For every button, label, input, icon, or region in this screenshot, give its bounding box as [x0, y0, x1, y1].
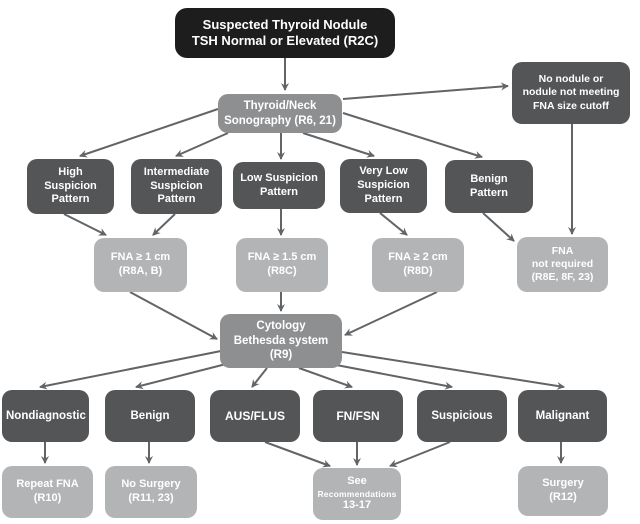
node-aus-flus-label-line: AUS/FLUS: [225, 408, 285, 423]
node-start-label-line: TSH Normal or Elevated (R2C): [191, 33, 379, 48]
node-start-label-line: Suspected Thyroid Nodule: [202, 16, 368, 32]
node-very-low-suspicion-label-line: Pattern: [364, 192, 403, 205]
node-cytology-label-line: Bethesda system: [233, 334, 329, 347]
edge-sonography-to-very-low-suspicion: [302, 132, 375, 158]
node-fna-2cm: FNA ≥ 2 cm(R8D): [372, 238, 464, 292]
node-malignant: Malignant: [518, 390, 607, 442]
node-fna-1-5cm: FNA ≥ 1.5 cm(R8C): [236, 238, 328, 292]
node-high-suspicion-label-line: Pattern: [51, 193, 90, 206]
node-no-nodule-label-line: FNA size cutoff: [532, 99, 610, 112]
edge-fna-2cm-to-cytology: [344, 291, 438, 336]
node-see-recommendations-label-line: 13-17: [342, 499, 372, 512]
node-fna-1-5cm-label-line: (R8C): [267, 265, 297, 277]
edge-sonography-to-benign-pattern: [342, 112, 483, 159]
node-high-suspicion-label-line: Suspicion: [44, 179, 97, 192]
node-no-surgery-label-line: No Surgery: [121, 478, 181, 491]
node-fna-not-required-label-line: not required: [531, 257, 594, 270]
node-fna-2cm-label-line: FNA ≥ 2 cm: [388, 251, 448, 264]
node-nondiagnostic-label-line: Nondiagnostic: [6, 409, 86, 422]
node-very-low-suspicion-label-line: Suspicion: [357, 179, 410, 192]
node-repeat-fna: Repeat FNA(R10): [2, 466, 93, 518]
edge-high-suspicion-to-fna-1cm: [63, 213, 107, 236]
node-suspicious: Suspicious: [417, 390, 507, 442]
node-cytology-label-line: (R9): [269, 349, 293, 362]
node-nondiagnostic: Nondiagnostic: [2, 390, 89, 442]
node-benign-pattern-label-line: Benign: [470, 172, 508, 185]
node-fna-1cm: FNA ≥ 1 cm(R8A, B): [94, 238, 187, 292]
node-fna-1cm-label-line: (R8A, B): [118, 265, 163, 277]
node-fna-1cm-label-line: FNA ≥ 1 cm: [110, 251, 171, 264]
node-repeat-fna-label-line: (R10): [33, 492, 62, 504]
node-low-suspicion-label-line: Pattern: [260, 185, 298, 198]
edge-cytology-to-suspicious: [330, 363, 453, 390]
edge-sonography-to-no-nodule: [342, 82, 509, 100]
node-very-low-suspicion-label-line: Very Low: [359, 165, 408, 178]
node-fn-fsn-label-line: FN/FSN: [336, 408, 380, 423]
edge-cytology-to-fn-fsn: [298, 367, 353, 389]
node-high-suspicion-label-line: High: [58, 165, 83, 178]
node-repeat-fna-label-line: Repeat FNA: [16, 478, 79, 491]
node-fna-2cm-label-line: (R8D): [403, 265, 433, 277]
edge-cytology-to-malignant: [341, 351, 565, 390]
edge-cytology-to-aus-flus: [251, 367, 268, 388]
node-no-nodule-label-line: No nodule or: [538, 73, 604, 86]
edge-cytology-to-benign: [135, 362, 231, 390]
node-intermediate-suspicion-label-line: Intermediate: [143, 165, 210, 178]
node-see-recommendations-label-line: See: [347, 474, 367, 487]
node-fna-not-required-label-line: FNA: [551, 244, 574, 257]
edge-fna-1cm-to-cytology: [129, 291, 218, 340]
node-benign: Benign: [105, 390, 195, 442]
edge-suspicious-to-see-recommendations: [389, 441, 451, 468]
node-fn-fsn: FN/FSN: [313, 390, 403, 442]
edge-aus-flus-to-see-recommendations: [264, 441, 331, 468]
node-intermediate-suspicion-label-line: Pattern: [157, 193, 196, 206]
node-surgery-label-line: Surgery: [542, 477, 584, 490]
node-sonography-label-line: Sonography (R6, 21): [224, 114, 336, 127]
node-intermediate-suspicion-label-line: Suspicion: [150, 179, 203, 192]
edge-very-low-suspicion-to-fna-2cm: [379, 212, 408, 236]
node-no-nodule-label-line: nodule not meeting: [522, 86, 620, 99]
edge-intermediate-suspicion-to-fna-1cm: [152, 213, 176, 236]
node-no-surgery: No Surgery(R11, 23): [105, 466, 197, 518]
node-aus-flus: AUS/FLUS: [210, 390, 300, 442]
node-surgery: Surgery(R12): [518, 466, 608, 516]
node-fna-not-required-label-line: (R8E, 8F, 23): [531, 271, 594, 284]
node-malignant-label-line: Malignant: [535, 409, 590, 422]
node-suspicious-label-line: Suspicious: [431, 409, 493, 422]
node-surgery-label-line: (R12): [549, 491, 577, 503]
node-cytology-label-line: Cytology: [256, 320, 306, 333]
node-benign-label-line: Benign: [130, 409, 170, 422]
node-benign-pattern-label-line: Pattern: [470, 186, 508, 199]
edge-sonography-to-intermediate-suspicion: [175, 132, 229, 157]
node-see-recommendations-label-line: Recommendations: [317, 488, 397, 499]
edge-cytology-to-nondiagnostic: [39, 350, 222, 390]
edge-benign-pattern-to-fna-not-required: [482, 212, 515, 242]
edge-sonography-to-high-suspicion: [79, 108, 219, 158]
node-no-surgery-label-line: (R11, 23): [128, 492, 174, 504]
node-fna-1-5cm-label-line: FNA ≥ 1.5 cm: [247, 251, 317, 264]
node-low-suspicion-label-line: Low Suspicion: [240, 171, 318, 184]
node-sonography-label-line: Thyroid/Neck: [243, 100, 317, 113]
